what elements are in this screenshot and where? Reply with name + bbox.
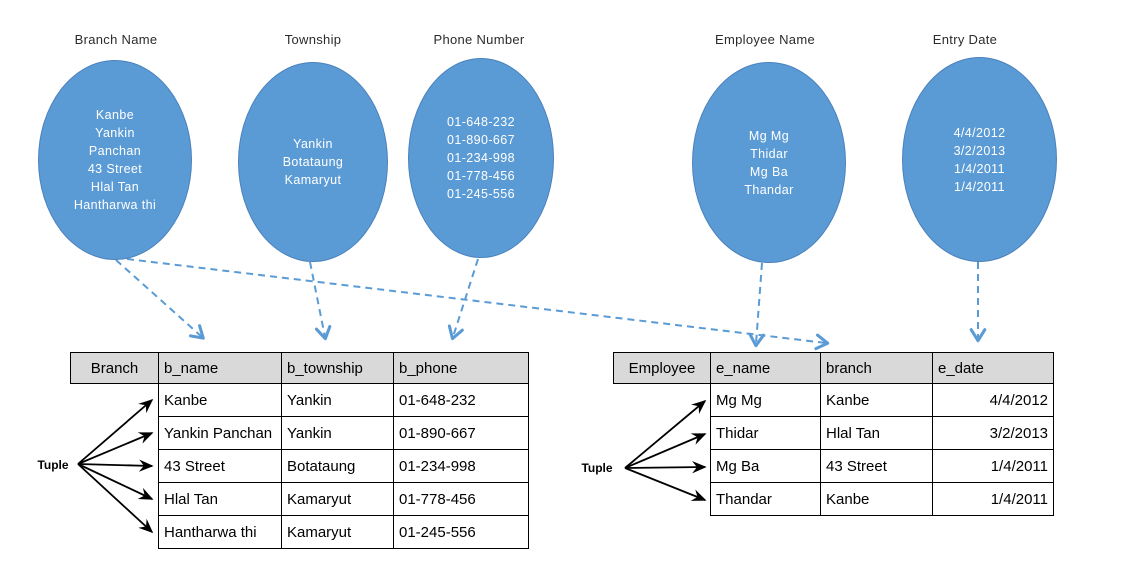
domain-value: 4/4/2012	[953, 125, 1006, 140]
domain-value: Panchan	[88, 144, 142, 158]
domain-value: Hlal Tan	[90, 180, 140, 194]
tuple-arrow-space	[614, 417, 711, 450]
tuple-arrow-space	[71, 516, 159, 549]
domain-value: Mg Ba	[749, 164, 789, 179]
domain-value: 01-234-998	[447, 151, 515, 165]
domain-label-entry-date: Entry Date	[932, 32, 998, 47]
table-cell: 1/4/2011	[932, 482, 1054, 516]
tuple-label-branch: Tuple	[37, 458, 69, 472]
branch-table-col-bphone: b_phone	[393, 352, 529, 384]
tuple-arrow-space	[614, 483, 711, 516]
table-cell: Hantharwa thi	[158, 515, 282, 549]
branch-table-col-btownship: b_township	[281, 352, 394, 384]
table-cell: Hlal Tan	[820, 416, 933, 450]
employee-table-col-branch: branch	[820, 352, 933, 384]
domain-value: 3/2/2013	[953, 143, 1006, 158]
domain-value: Yankin	[95, 126, 135, 140]
table-cell: 43 Street	[820, 449, 933, 483]
arrow-branchname-to-branch	[126, 258, 830, 351]
tuple-label-employee: Tuple	[581, 461, 613, 475]
table-cell: 1/4/2011	[932, 449, 1054, 483]
tuple-arrow-space	[71, 417, 159, 450]
arrow-employeename-to-ename	[748, 262, 766, 348]
table-cell: 01-778-456	[393, 482, 529, 516]
domain-value: Yankin	[293, 137, 333, 151]
employee-table-col-edate: e_date	[932, 352, 1054, 384]
domain-value: 01-648-232	[447, 115, 515, 129]
domain-value: 01-778-456	[447, 169, 515, 183]
arrow-branchname-to-bname	[115, 259, 205, 340]
table-cell: Yankin	[281, 383, 394, 417]
domain-value: Botataung	[282, 155, 344, 169]
table-cell: Kamaryut	[281, 482, 394, 516]
table-cell: Kanbe	[158, 383, 282, 417]
tuple-arrow-space	[614, 384, 711, 417]
table-cell: Kanbe	[820, 383, 933, 417]
table-cell: 01-648-232	[393, 383, 529, 417]
table-cell: Kamaryut	[281, 515, 394, 549]
domain-value: 1/4/2011	[954, 179, 1005, 194]
domain-value: Kamaryut	[284, 173, 342, 187]
employee-table-name-header: Employee	[613, 352, 711, 384]
table-cell: Hlal Tan	[158, 482, 282, 516]
arrow-phone-to-bphone	[447, 258, 479, 341]
branch-table-col-bname: b_name	[158, 352, 282, 384]
domain-value: Kanbe	[95, 108, 135, 122]
tuple-arrow-space	[71, 384, 159, 417]
domain-value: Thandar	[744, 182, 794, 197]
domain-value: 01-890-667	[447, 133, 515, 147]
domain-value: 1/4/2011	[954, 161, 1005, 176]
domain-value: 01-245-556	[447, 187, 515, 201]
table-cell: 01-234-998	[393, 449, 529, 483]
branch-table-header-row: Branch b_name b_township b_phone	[70, 352, 529, 384]
table-cell: 01-245-556	[393, 515, 529, 549]
table-cell: 01-890-667	[393, 416, 529, 450]
tuple-arrow-space	[71, 483, 159, 516]
domain-ellipse-employee-name: Mg Mg Thidar Mg Ba Thandar	[692, 62, 846, 263]
domain-value: Mg Mg	[748, 128, 790, 143]
table-cell: 3/2/2013	[932, 416, 1054, 450]
employee-table-header-row: Employee e_name branch e_date	[613, 352, 1054, 384]
domain-label-phone-number: Phone Number	[433, 32, 525, 47]
employee-table-col-ename: e_name	[710, 352, 821, 384]
domain-ellipse-phone-number: 01-648-232 01-890-667 01-234-998 01-778-456…	[408, 58, 554, 258]
tuple-arrow-space	[614, 450, 711, 483]
domain-label-branch-name: Branch Name	[74, 32, 158, 47]
table-cell: Thidar	[710, 416, 821, 450]
tuple-arrow-space	[71, 450, 159, 483]
domain-label-township: Township	[284, 32, 342, 47]
domain-label-employee-name: Employee Name	[715, 32, 815, 47]
table-cell: Thandar	[710, 482, 821, 516]
domain-value: Hantharwa thi	[73, 198, 157, 212]
table-cell: Mg Mg	[710, 383, 821, 417]
table-cell: Yankin	[281, 416, 394, 450]
arrow-township-to-btownship	[309, 261, 332, 341]
branch-table-name-header: Branch	[70, 352, 159, 384]
domain-ellipse-entry-date: 4/4/2012 3/2/2013 1/4/2011 1/4/2011	[902, 57, 1057, 262]
table-cell: Kanbe	[820, 482, 933, 516]
table-cell: Botataung	[281, 449, 394, 483]
table-cell: Mg Ba	[710, 449, 821, 483]
table-cell: 4/4/2012	[932, 383, 1054, 417]
table-cell: Yankin Panchan	[158, 416, 282, 450]
domain-value: Thidar	[750, 146, 788, 161]
domain-value: 43 Street	[87, 162, 143, 176]
table-cell: 43 Street	[158, 449, 282, 483]
